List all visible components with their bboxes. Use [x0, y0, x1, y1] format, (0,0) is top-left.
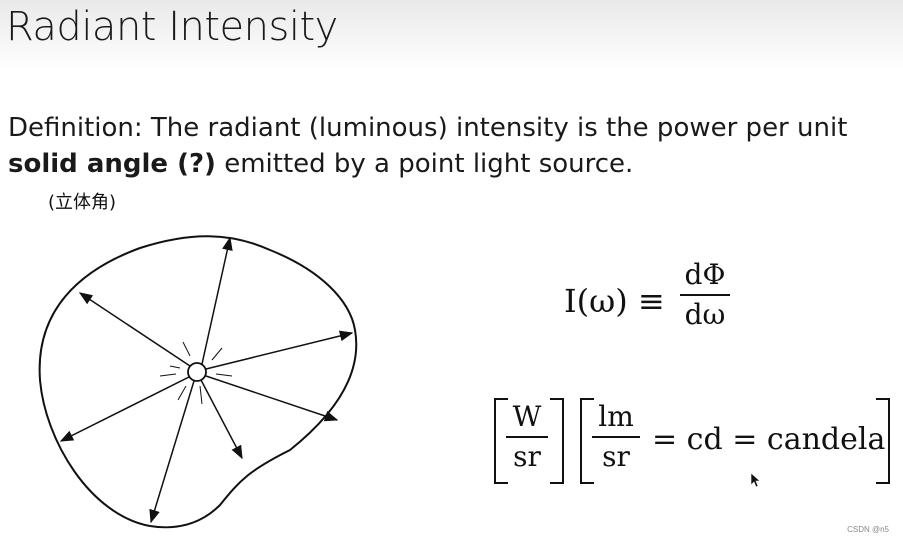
units-fraction-watt: W sr — [506, 400, 548, 474]
definition-bold-term: solid angle (?) — [8, 149, 216, 179]
point-light-source — [188, 363, 206, 381]
units-bar-1 — [506, 436, 548, 438]
ray-up-left — [80, 293, 190, 366]
ray-down-right — [206, 376, 337, 420]
point-light-diagram — [0, 220, 400, 540]
derivative-fraction: dΦ dω — [680, 258, 730, 332]
chinese-note: (立体角) — [48, 188, 116, 214]
watermark: CSDN @n5 — [847, 525, 889, 534]
emission-rays — [61, 238, 352, 522]
units-equation: W sr lm sr = cd = candela — [490, 392, 895, 492]
intensity-equation: I(ω) ≡ dΦ dω — [560, 258, 740, 348]
definition-text: Definition: The radiant (luminous) inten… — [8, 110, 898, 182]
slide-title: Radiant Intensity — [6, 4, 338, 50]
ray-down — [151, 381, 194, 522]
fraction-denominator: dω — [680, 298, 730, 332]
units-bar-2 — [592, 436, 640, 438]
units-numerator-lm: lm — [592, 400, 640, 434]
ray-down-right-2 — [201, 380, 242, 458]
ray-up — [202, 238, 230, 364]
ray-down-left — [61, 377, 189, 441]
mouse-cursor-icon — [750, 472, 760, 488]
units-numerator-w: W — [506, 400, 548, 434]
units-equivalence: = cd = candela — [652, 422, 885, 457]
fraction-bar — [680, 294, 730, 296]
right-bracket-2 — [876, 398, 890, 484]
right-bracket-1 — [550, 398, 564, 484]
equation-lhs: I(ω) ≡ — [564, 282, 665, 320]
definition-part1: Definition: The radiant (luminous) inten… — [8, 113, 847, 143]
fraction-numerator: dΦ — [680, 258, 730, 292]
ray-right — [206, 333, 352, 369]
units-fraction-lumen: lm sr — [592, 400, 640, 474]
definition-part2: emitted by a point light source. — [216, 149, 633, 179]
units-denominator-sr-2: sr — [592, 440, 640, 474]
units-denominator-sr: sr — [506, 440, 548, 474]
